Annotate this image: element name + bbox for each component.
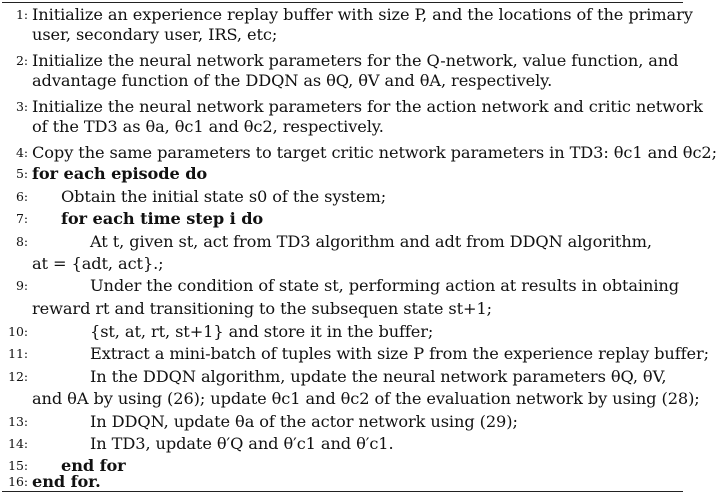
line-text: Under the condition of state st, perform… xyxy=(90,276,680,295)
line-text: Extract a mini-batch of tuples with size… xyxy=(90,344,710,363)
line-number: 15: xyxy=(8,458,28,473)
line-number: 7: xyxy=(16,211,28,226)
line-text: end for xyxy=(61,456,126,475)
line-text: for each time step i do xyxy=(61,209,264,228)
line-number: 12: xyxy=(8,369,28,384)
line-number: 13: xyxy=(8,414,28,429)
line-text: Initialize the neural network parameters… xyxy=(32,51,679,70)
line-text: At t, given st, act from TD3 algorithm a… xyxy=(90,232,652,251)
line-number: 10: xyxy=(8,324,28,339)
line-text: end for. xyxy=(32,472,101,491)
line-number: 14: xyxy=(8,436,28,451)
line-text: advantage function of the DDQN as θQ, θV… xyxy=(32,71,553,90)
line-number: 9: xyxy=(16,278,28,293)
line-number: 3: xyxy=(16,99,28,114)
top-rule xyxy=(2,2,683,3)
line-text: {st, at, rt, st+1} and store it in the b… xyxy=(90,322,434,341)
line-number: 8: xyxy=(16,234,28,249)
line-text: and θA by using (26); update θc1 and θc2… xyxy=(32,389,700,408)
line-text: of the TD3 as θa, θc1 and θc2, respectiv… xyxy=(32,117,384,136)
line-text: In DDQN, update θa of the actor network … xyxy=(90,412,518,431)
line-number: 6: xyxy=(16,189,28,204)
line-text: In TD3, update θ′Q and θ′c1 and θ′c1. xyxy=(90,434,394,453)
line-number: 5: xyxy=(16,166,28,181)
bottom-rule xyxy=(2,491,683,492)
line-text: Initialize an experience replay buffer w… xyxy=(32,5,693,24)
line-number: 1: xyxy=(16,7,28,22)
line-text: user, secondary user, IRS, etc; xyxy=(32,25,278,44)
line-number: 4: xyxy=(16,145,28,160)
line-text: at = {adt, act}.; xyxy=(32,254,164,273)
line-number: 11: xyxy=(8,346,28,361)
line-text: reward rt and transitioning to the subse… xyxy=(32,299,493,318)
line-text: In the DDQN algorithm, update the neural… xyxy=(90,367,667,386)
line-number: 16: xyxy=(8,474,28,489)
line-number: 2: xyxy=(16,53,28,68)
line-text: Copy the same parameters to target criti… xyxy=(32,143,717,162)
line-text: Obtain the initial state s0 of the syste… xyxy=(61,187,387,206)
line-text: Initialize the neural network parameters… xyxy=(32,97,703,116)
line-text: for each episode do xyxy=(32,164,208,183)
